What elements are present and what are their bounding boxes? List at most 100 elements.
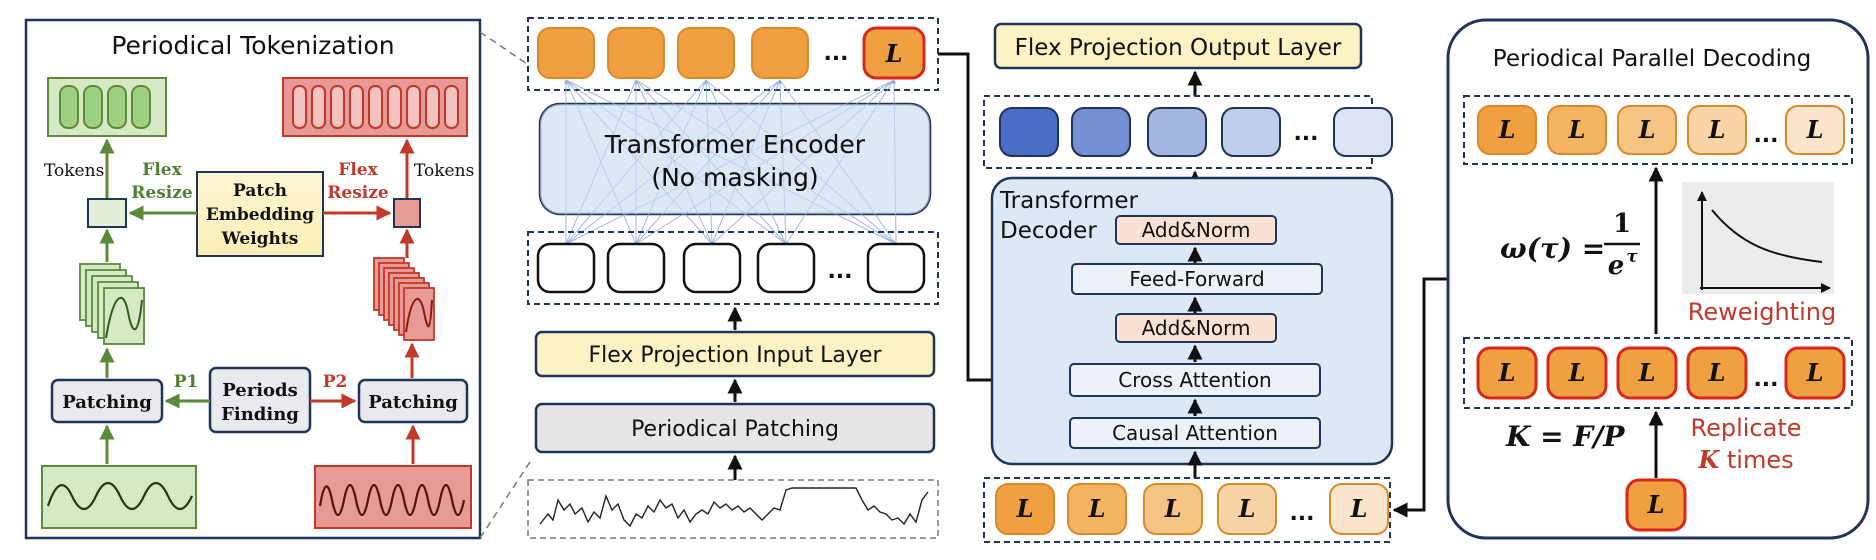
- red-token: [349, 85, 364, 129]
- flex-right-1: Flex: [338, 160, 378, 180]
- encoder-last-token: [862, 26, 926, 80]
- decoder-input-token: [1217, 483, 1277, 535]
- p2-label: P2: [323, 372, 348, 392]
- decoder-input-token-label: L: [1088, 494, 1106, 523]
- weighted-token-label: L: [1806, 115, 1824, 144]
- replicate-label-2: K times: [1697, 445, 1793, 474]
- decoder-output-token: [1221, 107, 1281, 157]
- green-token: [59, 85, 79, 129]
- green-patch-wave: [105, 296, 143, 339]
- tokenization-title: Periodical Tokenization: [111, 31, 394, 60]
- causal-attention-label: Causal Attention: [1112, 421, 1278, 445]
- red-token: [387, 85, 402, 129]
- encoder-output-token: [677, 27, 735, 79]
- red-token: [368, 85, 383, 129]
- replicate-k-var: K: [1697, 445, 1720, 474]
- raw-series-line: [539, 487, 929, 528]
- encoder-output-token: [607, 27, 665, 79]
- weighted-token: [1617, 105, 1677, 155]
- decoder-input-token-label: L: [1016, 494, 1034, 523]
- flex-left-2: Resize: [131, 183, 193, 203]
- reweighting-label: Reweighting: [1688, 298, 1836, 326]
- replicate-times: times: [1719, 446, 1793, 474]
- decay-plot-background: [1682, 182, 1834, 294]
- replicated-token-label: L: [1498, 358, 1516, 387]
- add-norm-top-box: [1115, 215, 1277, 245]
- flex-right-2: Resize: [327, 183, 389, 203]
- periodical-patching-box: [534, 402, 936, 454]
- decoder-input-token-label: L: [1164, 494, 1182, 523]
- red-token: [425, 85, 440, 129]
- encoder-input-token: [536, 242, 596, 294]
- green-series-wave: [46, 481, 193, 511]
- green-token: [83, 85, 103, 129]
- decoder-output-token: [1147, 107, 1207, 157]
- zoom-connector-bottom: [479, 461, 531, 539]
- flex-left-1: Flex: [142, 160, 182, 180]
- parallel-decoding-panel: Periodical Parallel Decoding L L L L ...…: [1446, 18, 1870, 540]
- k-formula: K = F/P: [1505, 420, 1625, 453]
- feed-forward-box: [1071, 263, 1323, 295]
- weighted-token: [1547, 105, 1607, 155]
- parallel-to-decoder-connector: [1392, 277, 1448, 518]
- patching-left-label: Patching: [62, 392, 152, 413]
- encoder-overlay: [540, 104, 930, 214]
- embed-label-3: Weights: [221, 229, 299, 249]
- seed-token-label: L: [1647, 490, 1665, 519]
- red-resize-box: [393, 198, 421, 228]
- embed-label-2: Embedding: [206, 205, 314, 225]
- tokens-left-label: Tokens: [44, 161, 104, 181]
- red-patch-stack: [373, 257, 435, 341]
- replicated-token: [1546, 346, 1608, 400]
- green-patch-stack: [79, 263, 145, 345]
- encoder-input-token: [756, 242, 816, 294]
- green-resize-box: [87, 198, 127, 228]
- patching-label: Periodical Patching: [631, 417, 839, 442]
- replicated-token-label: L: [1568, 358, 1586, 387]
- encoder-output-token: [751, 27, 809, 79]
- green-token: [107, 85, 127, 129]
- patching-left-box: [50, 378, 164, 424]
- zoom-connector-top: [479, 31, 531, 67]
- encoder-last-token-label: L: [885, 39, 903, 68]
- decay-curve: [1711, 209, 1823, 263]
- red-token: [330, 85, 345, 129]
- encoder-output-ellipsis: ...: [823, 41, 848, 66]
- add-norm-top-label: Add&Norm: [1142, 218, 1251, 242]
- replicated-token: [1616, 346, 1678, 400]
- decoder-output-ellipsis: ...: [1293, 121, 1318, 146]
- decoder-input-token: [995, 483, 1055, 535]
- weighted-token: [1785, 105, 1845, 155]
- cross-attention-label: Cross Attention: [1118, 368, 1272, 392]
- replicated-token-label: L: [1708, 358, 1726, 387]
- patching-right-box: [357, 378, 469, 424]
- weighted-token-label: L: [1638, 115, 1656, 144]
- feed-forward-label: Feed-Forward: [1129, 267, 1264, 291]
- decoder-input-token-label: L: [1238, 494, 1256, 523]
- omega-numerator: 1: [1613, 209, 1631, 239]
- encoder-input-token: [606, 242, 666, 294]
- encoder-output-token: [537, 27, 595, 79]
- omega-denominator: e: [1608, 251, 1625, 281]
- weighted-ellipsis: ...: [1753, 123, 1778, 148]
- replicated-tokens-frame: [1463, 337, 1853, 409]
- flex-projection-input-layer: [534, 330, 936, 378]
- replicated-token: [1476, 346, 1538, 400]
- decoder-input-tokens-frame: [983, 477, 1391, 543]
- decoder-column: Flex Projection Output Layer ... Transfo…: [983, 22, 1394, 543]
- cross-attention-box: [1069, 363, 1321, 397]
- weighted-token-label: L: [1498, 115, 1516, 144]
- red-token: [311, 85, 326, 129]
- red-token-group: [282, 77, 468, 137]
- decoder-input-token: [1067, 483, 1127, 535]
- seed-token: [1625, 478, 1687, 532]
- periods-label-1: Periods: [222, 380, 298, 401]
- red-token: [444, 85, 459, 129]
- replicate-label-1: Replicate: [1690, 414, 1801, 442]
- red-token: [292, 85, 307, 129]
- patching-right-label: Patching: [368, 392, 458, 413]
- omega-exponent: τ: [1626, 247, 1638, 267]
- weighted-token-label: L: [1708, 115, 1726, 144]
- encoder-column: ... L Transformer Encoder (No masking) T…: [527, 17, 939, 539]
